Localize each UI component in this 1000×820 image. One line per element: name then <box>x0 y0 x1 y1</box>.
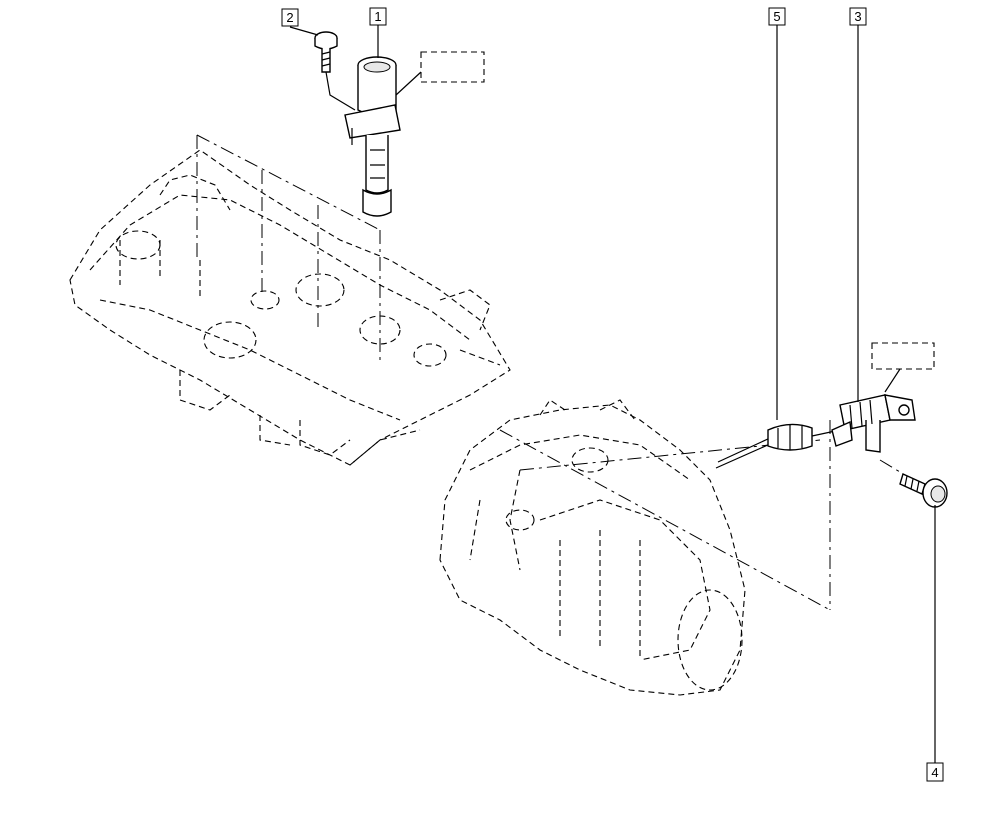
callout-1: 1 <box>369 7 387 26</box>
sensor-bolt-part <box>879 459 948 508</box>
callout-4: 4 <box>926 762 944 782</box>
cylinder-head-outline <box>69 149 511 466</box>
callout-5: 5 <box>768 7 786 26</box>
sensor-reference-leader <box>884 368 901 393</box>
coil-reference-leader <box>395 71 422 96</box>
assembly-guide-lines <box>196 134 381 365</box>
callout-3: 3 <box>849 7 867 26</box>
sensor-wiring-part <box>715 423 841 469</box>
callout-2-label: 2 <box>286 10 293 25</box>
callout-3-label: 3 <box>854 9 861 24</box>
callout-1-label: 1 <box>374 9 381 24</box>
ignition-coil-part <box>344 56 401 217</box>
callout-2: 2 <box>281 8 299 27</box>
callout-5-label: 5 <box>773 9 780 24</box>
gearbox-outline <box>439 399 746 696</box>
coil-reference-box <box>420 51 485 83</box>
callout-4-label: 4 <box>931 765 938 780</box>
position-sensor-part <box>831 394 916 453</box>
sensor-reference-box <box>871 342 935 370</box>
coil-bolt-part <box>314 31 356 111</box>
callout-leaders <box>289 25 936 763</box>
